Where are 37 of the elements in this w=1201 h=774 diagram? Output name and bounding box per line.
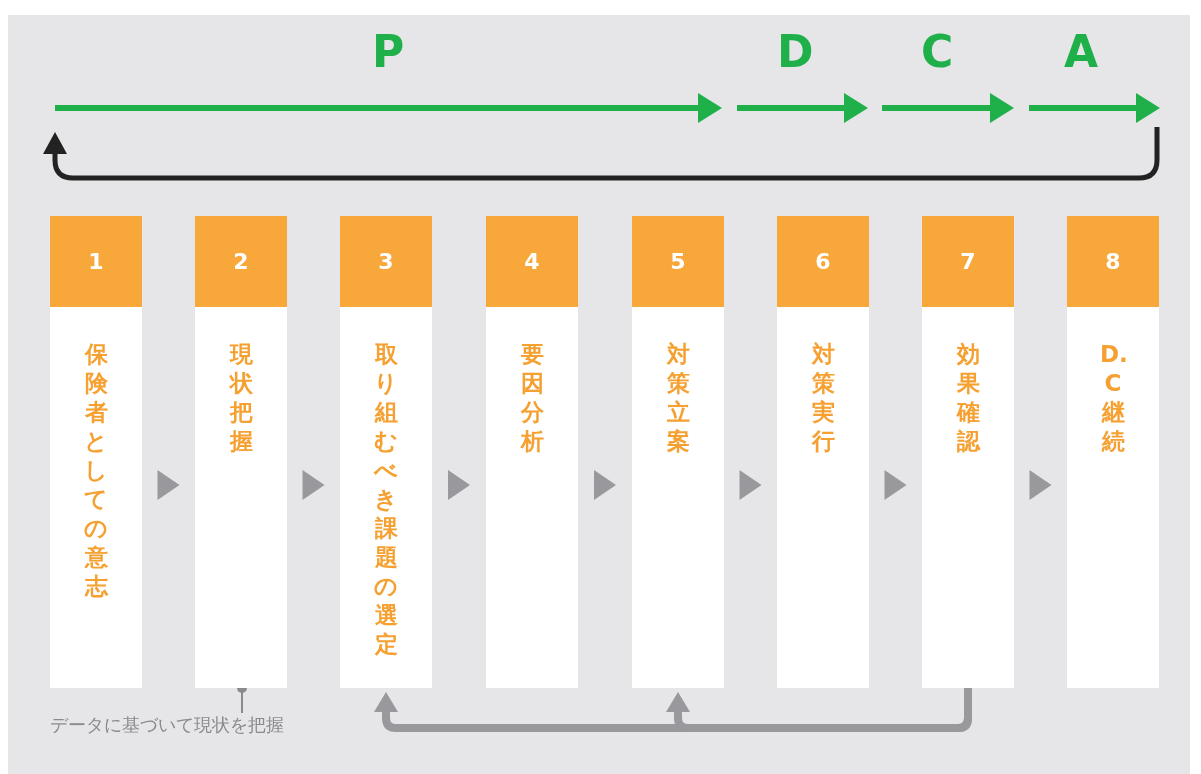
step-column [486, 216, 578, 688]
step-arrow [884, 470, 907, 500]
step-header: 2 [195, 216, 287, 307]
phase-label: A [1064, 30, 1099, 74]
annotation-text: データに基づいて現状を把握 [50, 713, 284, 737]
phase-label: D [777, 30, 814, 74]
step-header: 6 [777, 216, 869, 307]
step-header: 4 [486, 216, 578, 307]
step-column [195, 216, 287, 688]
step-column [777, 216, 869, 688]
phase-label: P [372, 30, 405, 74]
step-label: 保険者としての意志 [83, 340, 109, 601]
step-header: 8 [1067, 216, 1159, 307]
feedback-arrow [666, 688, 972, 732]
step-arrow [448, 470, 470, 500]
step-arrow [594, 470, 616, 500]
step-column [340, 216, 432, 688]
step-header: 3 [340, 216, 432, 307]
step-label: 要因分析 [519, 340, 545, 456]
step-column [1067, 216, 1159, 688]
phase-label: C [921, 30, 954, 74]
step-column [50, 216, 142, 688]
step-label: 対策実行 [810, 340, 836, 456]
step-header: 1 [50, 216, 142, 307]
step-label: 対策立案 [665, 340, 691, 456]
step-column [922, 216, 1014, 688]
step-arrow [302, 470, 325, 500]
step-arrow [1029, 470, 1052, 500]
step-label: 現状把握 [228, 340, 254, 456]
step-header: 7 [922, 216, 1014, 307]
step-label: D.C継続 [1100, 340, 1126, 456]
step-column [632, 216, 724, 688]
step-arrow [157, 470, 180, 500]
step-header: 5 [632, 216, 724, 307]
step-arrow [739, 470, 762, 500]
step-label: 取り組むべき課題の選定 [373, 340, 399, 659]
step-label: 効果確認 [955, 340, 981, 456]
